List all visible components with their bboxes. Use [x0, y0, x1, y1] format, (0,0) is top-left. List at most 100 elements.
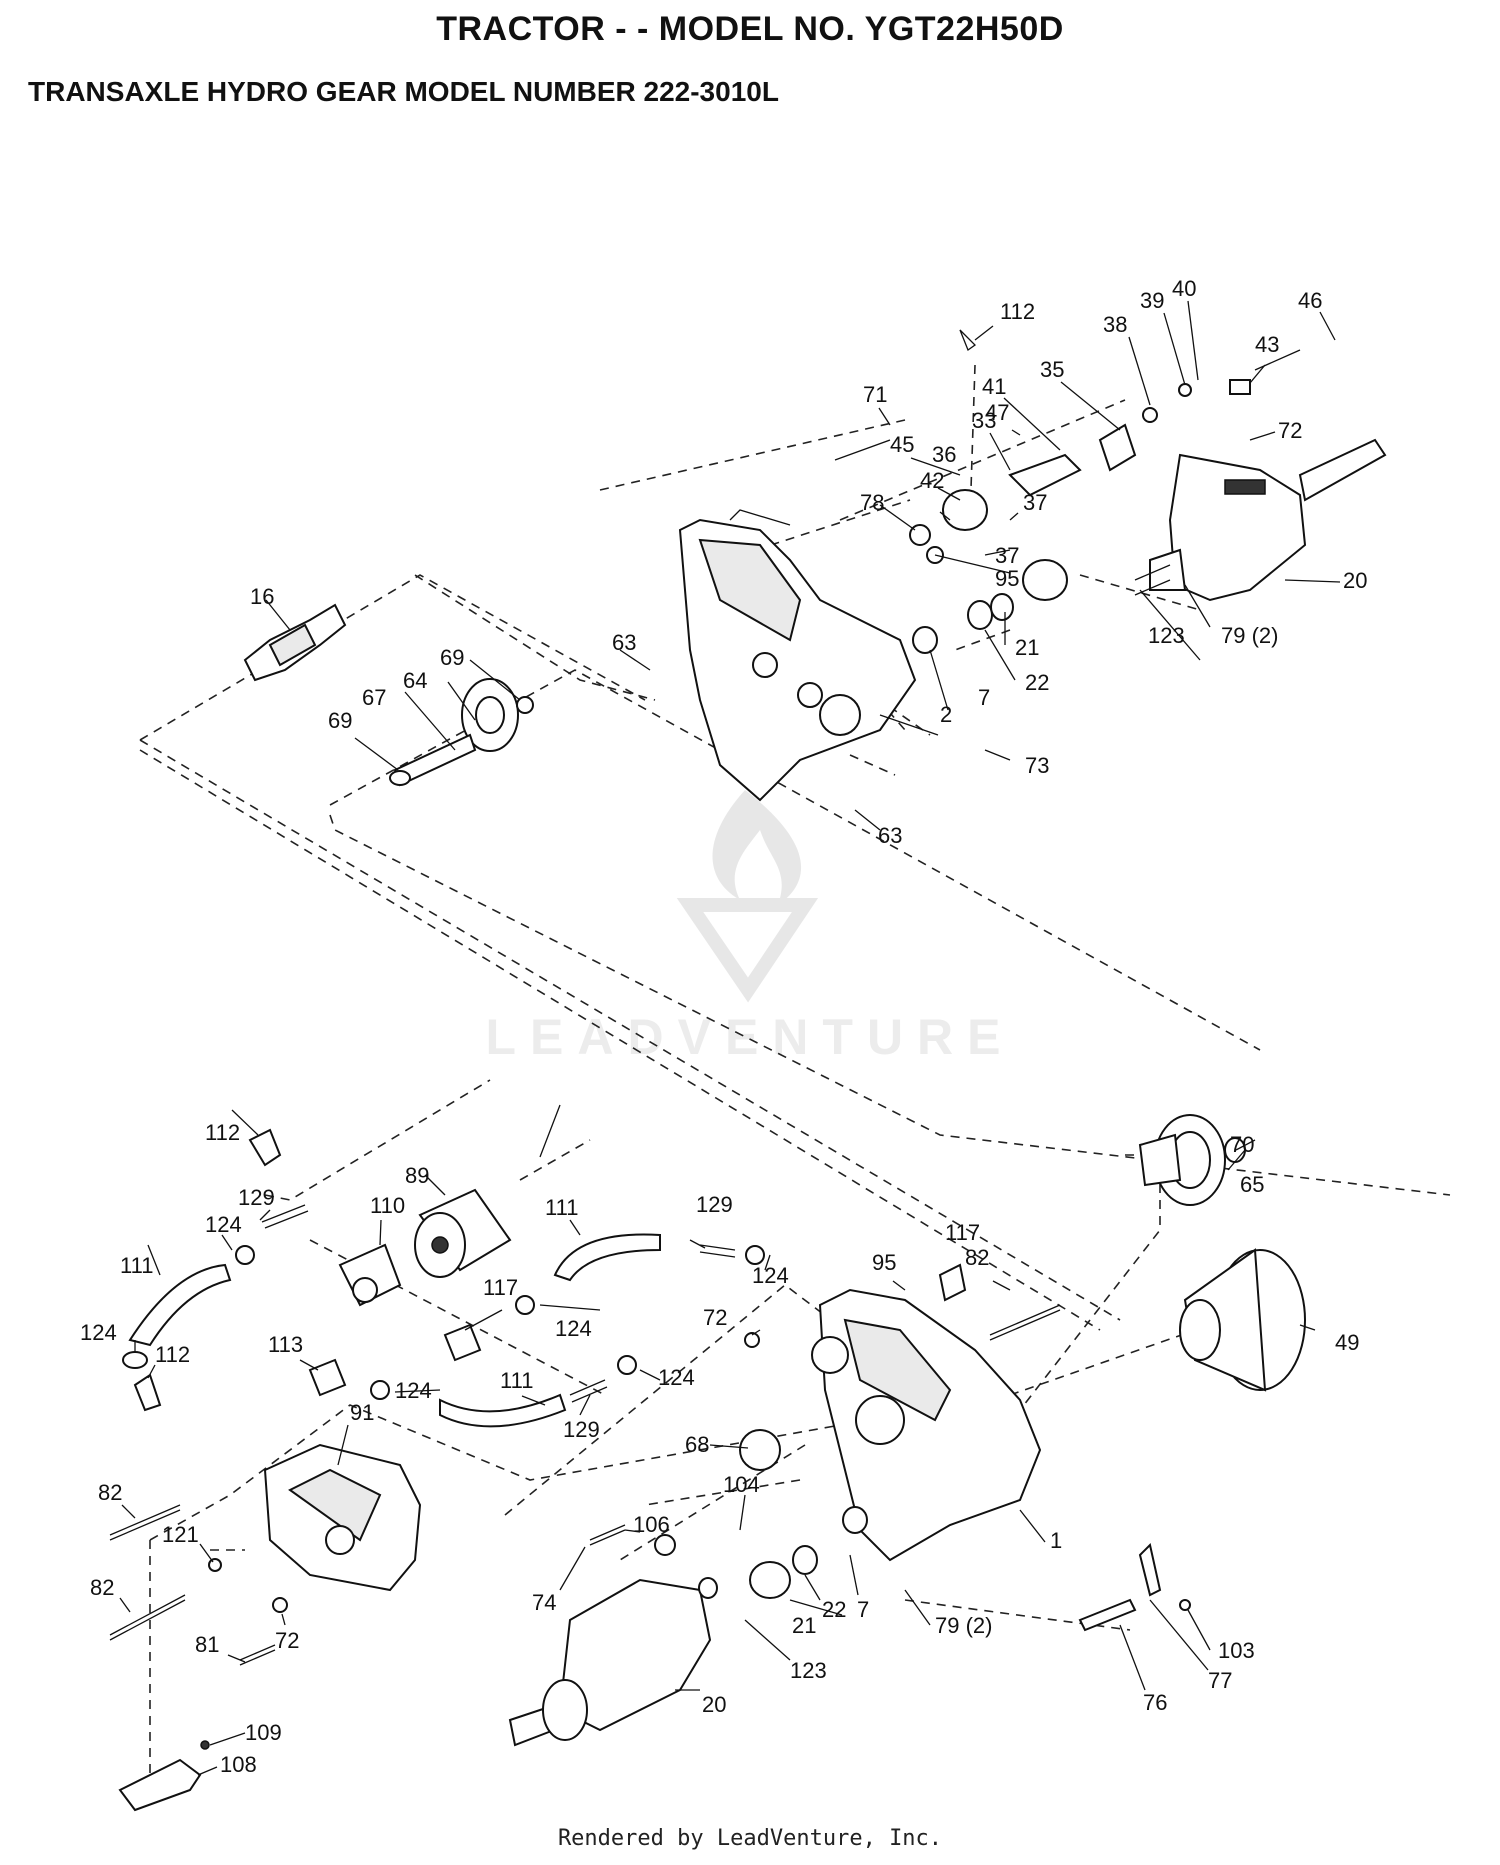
callout-82-left: 82: [98, 1480, 122, 1505]
watermark-logo: [676, 790, 819, 1003]
filter-part-89: [414, 1188, 512, 1278]
callout-38: 38: [1103, 312, 1127, 337]
callout-16: 16: [250, 584, 274, 609]
callout-113: 113: [268, 1332, 303, 1357]
watermark-text: LEADVENTURE: [485, 1009, 1015, 1065]
callout-104: 104: [723, 1472, 760, 1497]
seals-and-o-rings-upper: [912, 559, 1068, 654]
callout-78: 78: [860, 490, 884, 515]
callout-36: 36: [932, 442, 956, 467]
callout-111-left: 111: [120, 1253, 153, 1278]
callout-108: 108: [220, 1752, 257, 1777]
part-callouts: 112 40 39 46 38 43 71 41 35 33 47 72 45 …: [80, 276, 1367, 1777]
clamps-part-124: [122, 1245, 765, 1400]
callout-103: 103: [1218, 1638, 1255, 1663]
hoses-part-111: [128, 1233, 661, 1428]
gear-part-64: [389, 678, 534, 787]
callout-121: 121: [162, 1522, 199, 1547]
callout-72-mid: 72: [703, 1305, 727, 1330]
callout-46: 46: [1298, 288, 1322, 313]
center-section-part-91: [263, 1443, 422, 1592]
callout-49: 49: [1335, 1330, 1359, 1355]
fittings-112-113-117: [133, 1128, 967, 1412]
callout-89: 89: [405, 1163, 429, 1188]
callout-112: 112: [1000, 299, 1035, 324]
callout-123-lower: 123: [790, 1658, 827, 1683]
callout-95: 95: [995, 566, 1019, 591]
callout-20: 20: [1343, 568, 1367, 593]
gear-part-65: [1138, 1114, 1246, 1206]
callout-41: 41: [982, 374, 1006, 399]
lower-case-half-part-1: [811, 1288, 1042, 1562]
callout-43: 43: [1255, 332, 1279, 357]
callout-106: 106: [633, 1512, 670, 1537]
callout-42: 42: [920, 468, 944, 493]
shaft-part-16: [243, 603, 347, 682]
callout-22-lower: 22: [822, 1597, 846, 1622]
callout-20-lower: 20: [702, 1692, 726, 1717]
callout-111: 111: [545, 1195, 578, 1220]
callout-7: 7: [978, 685, 990, 710]
callout-124-e: 124: [658, 1365, 695, 1390]
axle-assembly-part-20-lower: [508, 1578, 712, 1747]
callout-7-lower: 7: [857, 1597, 869, 1622]
callout-22: 22: [1025, 670, 1049, 695]
page-subtitle: TRANSAXLE HYDRO GEAR MODEL NUMBER 222-30…: [28, 76, 779, 107]
springs-part-129: [261, 1204, 736, 1403]
callout-47: 47: [985, 400, 1009, 425]
callout-67: 67: [362, 685, 386, 710]
callout-124: 124: [205, 1212, 242, 1237]
callout-82-lower: 82: [90, 1575, 114, 1600]
callout-35: 35: [1040, 357, 1064, 382]
filter-adapter-part-110: [338, 1243, 402, 1307]
callout-129-mid: 129: [696, 1192, 733, 1217]
callout-33: 33: [972, 408, 996, 433]
callout-117: 117: [945, 1220, 980, 1245]
callout-95-lower: 95: [872, 1250, 896, 1275]
callout-72-lower: 72: [275, 1628, 299, 1653]
callout-1: 1: [1050, 1528, 1062, 1553]
callout-73: 73: [1025, 753, 1049, 778]
bolts-and-seals-lower: [109, 1304, 1061, 1666]
callout-77: 77: [1208, 1668, 1232, 1693]
leader-lines: [119, 300, 1341, 1776]
callout-2: 2: [940, 702, 952, 727]
callout-79: 79 (2): [1221, 623, 1278, 648]
callout-112-mid: 112: [205, 1120, 240, 1145]
callout-109: 109: [245, 1720, 282, 1745]
axle-assembly-part-20-upper: [1134, 438, 1387, 602]
callout-117-left: 117: [483, 1275, 518, 1300]
callout-79-lower: 79 (2): [935, 1613, 992, 1638]
callout-45: 45: [890, 432, 914, 457]
callout-63-lower: 63: [878, 823, 902, 848]
bracket-part-108: [118, 1740, 210, 1812]
callout-76: 76: [1143, 1690, 1167, 1715]
callout-124-f: 124: [395, 1378, 432, 1403]
callout-21: 21: [1015, 635, 1039, 660]
callout-37: 37: [1023, 490, 1047, 515]
callout-69: 69: [440, 645, 464, 670]
callout-63: 63: [612, 630, 636, 655]
callout-71: 71: [863, 382, 887, 407]
upper-case-half-part-2: [678, 509, 917, 802]
callout-112-left: 112: [155, 1342, 190, 1367]
callout-124-mid: 124: [752, 1263, 789, 1288]
callout-64: 64: [403, 668, 427, 693]
callout-69-lower: 69: [328, 708, 352, 733]
differential-part-49: [1179, 1248, 1306, 1392]
callout-70: 70: [1230, 1132, 1254, 1157]
callout-39: 39: [1140, 288, 1164, 313]
control-arm-parts-33-47: [834, 329, 1301, 564]
callout-72: 72: [1278, 418, 1302, 443]
callout-81: 81: [195, 1632, 219, 1657]
callout-40: 40: [1172, 276, 1196, 301]
footer-credit: Rendered by LeadVenture, Inc.: [557, 1826, 943, 1851]
callout-82: 82: [965, 1245, 989, 1270]
callout-91: 91: [350, 1400, 374, 1425]
callout-123: 123: [1148, 623, 1185, 648]
page-title: TRACTOR - - MODEL NO. YGT22H50D: [436, 10, 1064, 48]
brake-parts-76-77-103: [1078, 1543, 1191, 1632]
callout-111-lower: 111: [500, 1368, 533, 1393]
callout-74: 74: [532, 1590, 556, 1615]
